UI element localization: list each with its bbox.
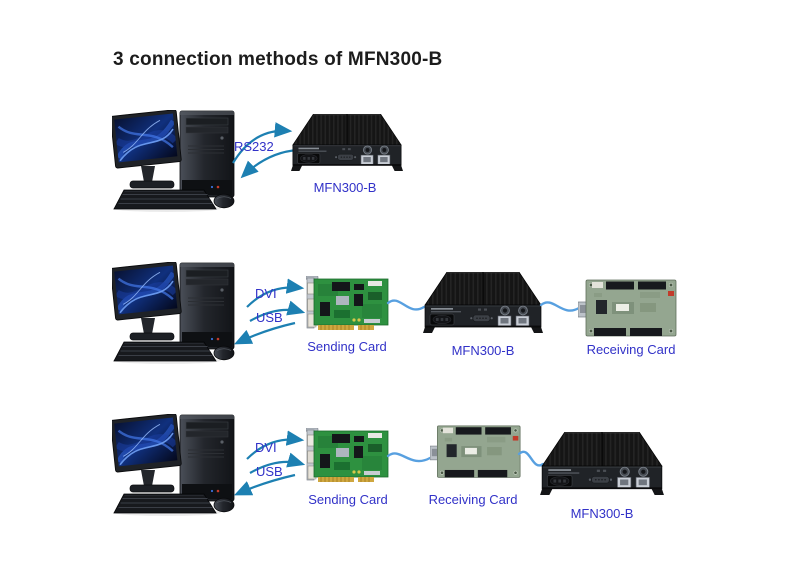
computer-illustration-method2 [110,262,234,364]
mfn300b-illustration-method1 [291,114,403,172]
receiving-card-label-method3: Receiving Card [428,492,518,507]
mfn300b-illustration-method2 [423,272,543,334]
dvi-connection-label-method2: DVI [255,286,277,301]
usb-arrow-method2 [249,300,306,322]
dvi-arrow-method3 [246,430,305,460]
computer-illustration-method3 [110,414,234,516]
receiving-card-label-method2: Receiving Card [586,342,676,357]
receiving-card-illustration-method3 [430,425,521,478]
mfn300b-label-method3: MFN300-B [570,506,634,521]
page-title: 3 connection methods of MFN300-B [113,49,443,70]
cable-sending-to-mfn-method2 [386,299,426,311]
usb-connection-label-method2: USB [256,310,283,325]
mfn300b-label-method1: MFN300-B [313,180,377,195]
cable-receiving-to-mfn-method3 [517,450,545,467]
mfn300b-label-method2: MFN300-B [451,343,515,358]
rs232-out-arrow [232,122,293,164]
sending-card-illustration-method3 [306,428,389,483]
usb-arrow-method3 [249,452,306,474]
sending-card-label-method2: Sending Card [307,339,387,354]
mfn300b-illustration-method3 [540,432,664,496]
usb-return-arrow-method3 [233,473,296,496]
computer-illustration-method1 [110,110,234,212]
usb-return-arrow-method2 [234,321,296,345]
usb-connection-label-method3: USB [256,464,283,479]
cable-mfn-to-receiving-method2 [539,301,581,312]
sending-card-illustration-method2 [306,276,389,331]
dvi-arrow-method2 [246,278,305,308]
receiving-card-illustration-method2 [578,279,677,337]
dvi-connection-label-method3: DVI [255,440,277,455]
rs232-connection-label: RS232 [234,139,274,154]
sending-card-label-method3: Sending Card [308,492,388,507]
cable-sending-to-receiving-method3 [386,452,432,463]
